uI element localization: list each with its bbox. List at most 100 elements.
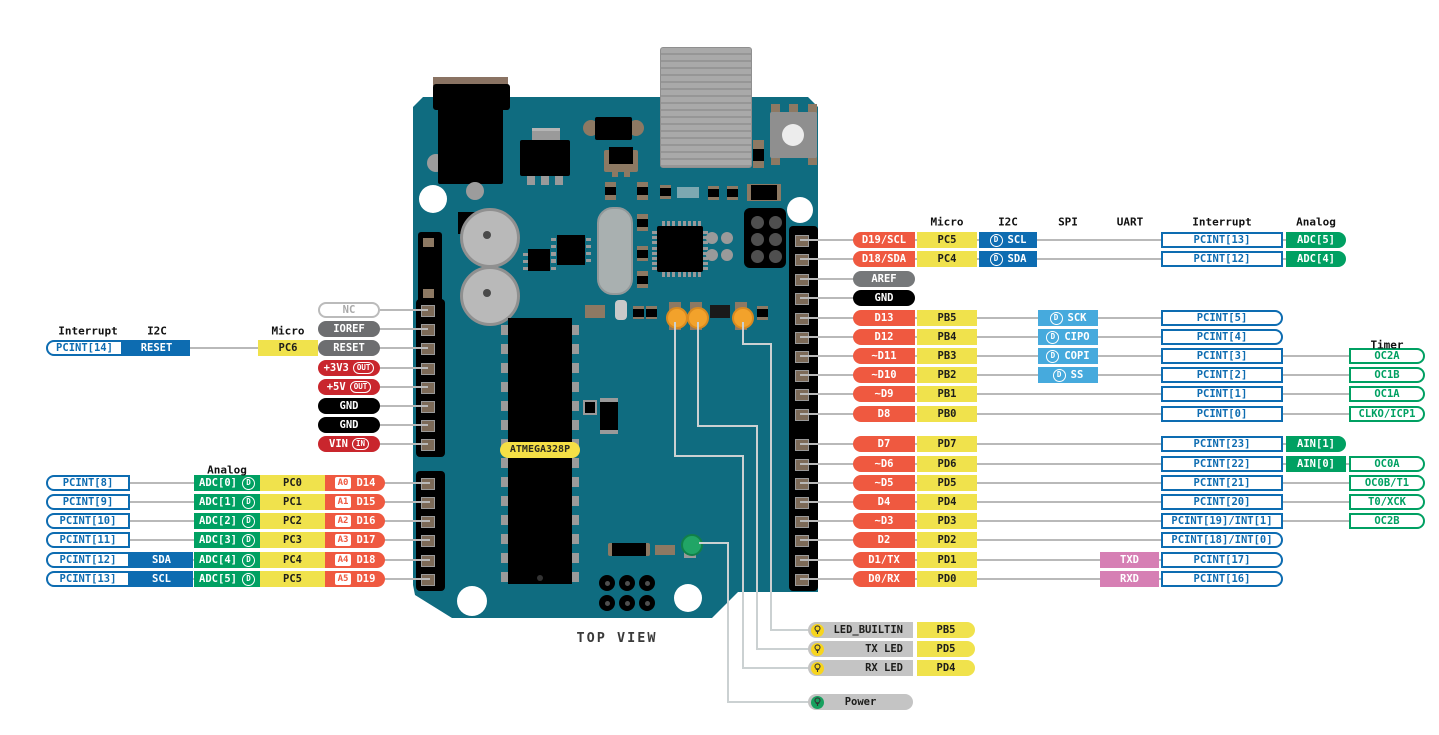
- leader-line: [800, 393, 1357, 395]
- pill-label: ~D10: [871, 368, 897, 381]
- pill-label: RESET: [140, 341, 173, 354]
- dip-pin: [501, 572, 509, 582]
- icsp2-pin-center: [604, 600, 610, 606]
- voltage-regulator: [520, 140, 570, 176]
- pill-label: CIPO: [1064, 330, 1090, 343]
- pill-label: PCINT[8]: [62, 476, 114, 489]
- dip-pin: [571, 572, 579, 582]
- port-pill-pd3: PD3: [917, 513, 977, 529]
- dip-pin: [501, 458, 509, 468]
- pill-label: OC2B: [1374, 514, 1400, 527]
- port-pill-pd1: PD1: [917, 552, 977, 568]
- pin-pill-aref: AREF: [853, 271, 915, 287]
- pill-label: ~D3: [874, 514, 894, 527]
- mcu-pin: [652, 231, 657, 234]
- mounting-hole: [674, 584, 702, 612]
- d-digital-icon: D: [241, 476, 255, 490]
- dip-pin: [571, 344, 579, 354]
- transistor-leg: [624, 168, 630, 177]
- reset-button-pad: [789, 104, 798, 119]
- d-digital-icon: D: [241, 533, 255, 547]
- timer-pill-oc1b: OC1B: [1349, 367, 1425, 383]
- mcu-pin: [677, 221, 681, 226]
- mcu-pin: [652, 251, 657, 255]
- header-pin-pad: [421, 439, 435, 451]
- header-pin-pad: [421, 478, 435, 490]
- dip-pin: [501, 420, 509, 430]
- pill-label: SDA: [1007, 252, 1027, 265]
- pill-label: PCINT[23]: [1193, 437, 1251, 450]
- dip-pin: [571, 534, 579, 544]
- led-pill-led-builtin: LED_BUILTIN: [808, 622, 913, 638]
- inductor: [751, 185, 777, 200]
- uart-pill-txd: TXD: [1100, 552, 1159, 568]
- smd-passive-band: [637, 276, 648, 284]
- ic-pin: [586, 245, 591, 248]
- ic-pin: [523, 260, 528, 263]
- mcu-pin: [688, 272, 691, 277]
- power-pill-nc-0: NC: [318, 302, 380, 318]
- pin-pill-d18-sda: D18/SDA: [853, 251, 915, 267]
- pill-label: COPI: [1064, 349, 1090, 362]
- pill-label: GND: [874, 291, 894, 304]
- port-pill-pb1: PB1: [917, 386, 977, 402]
- analog-pin-label: A0: [334, 477, 352, 489]
- pill-label: D2: [877, 533, 891, 546]
- port-pill-pc2-l: PC2: [260, 513, 325, 529]
- mcu-pin: [703, 262, 708, 266]
- pill-label: PCINT[5]: [1196, 311, 1248, 324]
- dip-pin: [501, 401, 509, 411]
- ic-pin: [551, 245, 556, 248]
- ic-pin: [551, 238, 556, 241]
- pin-pill-d19-scl: D19/SCL: [853, 232, 915, 248]
- pcint-pill-pcint-3: PCINT[3]: [1161, 348, 1283, 364]
- d-digital-icon: D: [989, 252, 1003, 266]
- pcb-trace: [697, 322, 699, 426]
- pill-label: PD1: [937, 553, 957, 566]
- pin-pill-d6: ~D6: [853, 456, 915, 472]
- pcb-trace: [674, 322, 676, 455]
- pill-label: PCINT[22]: [1193, 457, 1251, 470]
- pill-label: D19/SCL: [861, 233, 907, 246]
- header-micro: Micro: [930, 215, 964, 229]
- pin-pill-d4: D4: [853, 494, 915, 510]
- pcint-pill-pcint-5: PCINT[5]: [1161, 310, 1283, 326]
- pin-pill-d3: ~D3: [853, 513, 915, 529]
- mounting-hole: [457, 586, 487, 616]
- pill-label: SDA: [152, 553, 171, 566]
- mounting-hole: [419, 185, 447, 213]
- pcint-pill-pcint-20: PCINT[20]: [1161, 494, 1283, 510]
- power-led: [681, 534, 703, 556]
- pill-label: PCINT[11]: [59, 533, 117, 546]
- mcu-pin: [703, 236, 708, 240]
- smd-passive-band: [637, 250, 648, 258]
- pcb-trace: [742, 455, 744, 669]
- adc-pill-adc-4-l: ADC[4]D: [194, 552, 260, 568]
- smd-part: [583, 400, 597, 415]
- via-pad: [721, 249, 733, 261]
- pill-label: ADC[1]: [199, 495, 237, 508]
- digital-header-strip: [789, 226, 818, 591]
- transistor: [609, 147, 633, 164]
- pin-pill-d13: D13: [853, 310, 915, 326]
- pill-label: VIN: [329, 437, 348, 450]
- mcu-pin: [703, 246, 708, 250]
- pcint-pill-pcint-21: PCINT[21]: [1161, 475, 1283, 491]
- led-builtin-led: [666, 307, 688, 329]
- pcb-trace: [697, 425, 758, 427]
- leader-line: [380, 405, 428, 407]
- ic-pin: [523, 267, 528, 270]
- header-micro-left: Micro: [271, 324, 305, 338]
- pcint-pill-pcint-12: PCINT[12]: [1161, 251, 1283, 267]
- pill-label: ~D5: [874, 476, 894, 489]
- led-pill-tx-led: TX LED: [808, 641, 913, 657]
- pill-label: OC0A: [1374, 457, 1400, 470]
- header-pin-pad: [795, 497, 809, 509]
- port-pill-pb5: PB5: [917, 310, 977, 326]
- mcu-pin: [703, 267, 708, 271]
- adc-pill-adc-1-l: ADC[1]D: [194, 494, 260, 510]
- header-pin-pad: [795, 389, 809, 401]
- reset-button-cap: [782, 124, 804, 146]
